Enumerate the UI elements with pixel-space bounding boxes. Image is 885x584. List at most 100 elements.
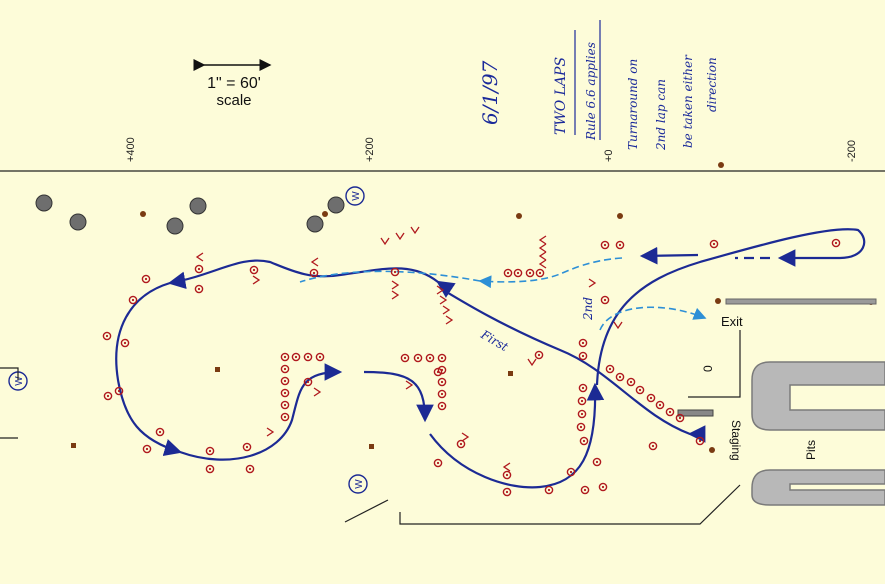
cone — [578, 338, 588, 348]
trees — [35, 194, 345, 235]
worker-station-label: W — [14, 376, 25, 386]
tree — [306, 215, 324, 233]
cone-center — [698, 439, 702, 443]
cone-center — [537, 353, 541, 357]
cone-center — [436, 461, 440, 465]
cone-center — [245, 445, 249, 449]
pits-area: Pits 0 Staging — [0, 298, 885, 525]
cone — [437, 365, 447, 375]
exit-label: Exit — [721, 314, 743, 329]
chevron-marker — [391, 280, 400, 290]
cone-center — [603, 243, 607, 247]
cone — [626, 377, 636, 387]
cone-center — [131, 298, 135, 302]
cone — [648, 441, 658, 451]
marker — [709, 447, 715, 453]
cone — [577, 409, 587, 419]
cone-center — [208, 449, 212, 453]
cone-center — [106, 394, 110, 398]
cone — [437, 377, 447, 387]
boundary-line — [344, 499, 389, 523]
cone — [400, 353, 410, 363]
cone-center — [436, 370, 440, 374]
exit-road-line — [0, 367, 19, 439]
cone — [525, 268, 535, 278]
cone — [615, 240, 625, 250]
chevron-marker — [538, 251, 547, 261]
cone — [502, 487, 512, 497]
cone — [390, 267, 400, 277]
cone — [646, 393, 656, 403]
cone-center — [158, 430, 162, 434]
marker — [140, 211, 146, 217]
cone — [437, 389, 447, 399]
marker — [215, 367, 220, 372]
cone — [194, 284, 204, 294]
cone — [205, 464, 215, 474]
chevron-marker — [613, 321, 623, 330]
course-segment — [115, 281, 183, 456]
cone — [114, 386, 124, 396]
cone — [280, 376, 290, 386]
worker-station-label: W — [354, 479, 365, 489]
cone — [242, 442, 252, 452]
cone-center — [668, 410, 672, 414]
marker — [715, 298, 721, 304]
cone-center — [440, 356, 444, 360]
marker — [369, 444, 374, 449]
cone-center — [581, 354, 585, 358]
cone — [102, 331, 112, 341]
staging-box — [677, 409, 714, 417]
cone — [709, 239, 719, 249]
cone-center — [834, 241, 838, 245]
scale-label: 1" = 60' — [207, 75, 261, 92]
marker — [516, 213, 522, 219]
cone — [303, 352, 313, 362]
cone-center — [547, 488, 551, 492]
cone — [303, 377, 313, 387]
cone — [205, 446, 215, 456]
cone — [655, 400, 665, 410]
cone-center — [658, 403, 662, 407]
cone-center — [505, 490, 509, 494]
chevron-marker — [391, 290, 400, 300]
chevron-marker — [380, 237, 390, 246]
note-line-5: be taken either — [681, 54, 695, 148]
cone — [544, 485, 554, 495]
tree — [69, 213, 87, 231]
chevron-marker — [313, 387, 322, 397]
cone-center — [506, 271, 510, 275]
cone — [503, 268, 513, 278]
cone-center — [569, 470, 573, 474]
cone-center — [516, 271, 520, 275]
cone — [535, 268, 545, 278]
course-markers — [71, 162, 874, 453]
chevron-marker — [461, 432, 470, 442]
note-line-4: 2nd lap can — [654, 79, 668, 151]
chevron-marker — [252, 275, 261, 285]
cone-center — [283, 379, 287, 383]
course-path — [115, 228, 866, 489]
cone — [635, 385, 645, 395]
cone — [309, 268, 319, 278]
cone-center — [306, 380, 310, 384]
marker — [71, 443, 76, 448]
cone-center — [306, 355, 310, 359]
pits-label: Pits — [804, 440, 818, 460]
first-lap-label: First — [478, 327, 511, 354]
cone-center — [601, 485, 605, 489]
zero-label: 0 — [701, 365, 715, 372]
cone-center — [678, 416, 682, 420]
cone — [456, 439, 466, 449]
cone-center — [294, 355, 298, 359]
second-lap-path — [478, 257, 623, 289]
cone — [579, 436, 589, 446]
cone-center — [105, 334, 109, 338]
cone — [291, 352, 301, 362]
cone — [534, 350, 544, 360]
chevron-marker — [538, 235, 547, 245]
cone — [580, 485, 590, 495]
chevron-marker — [195, 252, 204, 262]
cone-center — [608, 367, 612, 371]
